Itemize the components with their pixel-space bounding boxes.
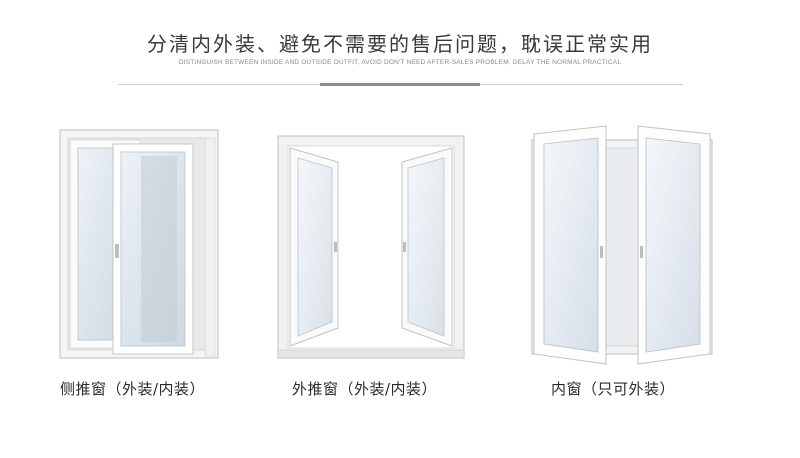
- outward-casement-window-icon: [277, 135, 465, 359]
- outward-casement-window-illustration: [270, 122, 470, 367]
- inward-casement-window-icon: [531, 125, 713, 365]
- title-divider-accent: [320, 83, 480, 86]
- sliding-window-caption: 侧推窗（外装/内装）: [60, 380, 206, 398]
- sliding-window-illustration: [45, 122, 245, 367]
- inward-casement-window-illustration: [520, 122, 720, 367]
- page-subtitle: DISTINGUISH BETWEEN INSIDE AND OUTSIDE O…: [178, 59, 622, 66]
- page-title: 分清内外装、避免不需要的售后问题，耽误正常实用: [147, 32, 653, 56]
- inward-casement-window-caption: 内窗（只可外装）: [551, 380, 676, 398]
- sliding-window-icon: [59, 129, 219, 359]
- outward-casement-window-caption: 外推窗（外装/内装）: [292, 380, 438, 398]
